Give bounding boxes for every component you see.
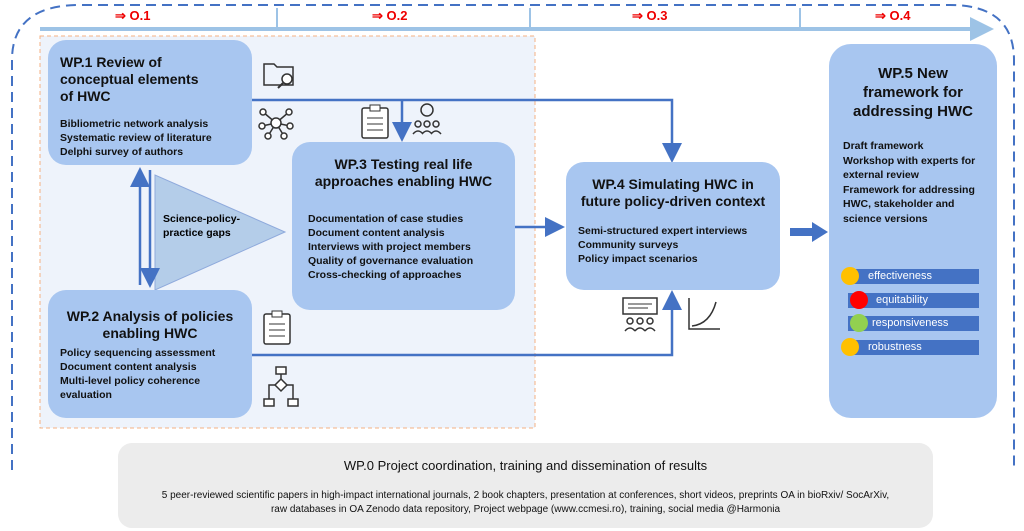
wp1-title: WP.1 Review of conceptual elements of HW… bbox=[60, 54, 199, 104]
wp4-title: WP.4 Simulating HWC in future policy-dri… bbox=[580, 176, 766, 209]
wp2-item: Document content analysis bbox=[60, 361, 197, 373]
objective-3: ⇒ O.3 bbox=[632, 8, 668, 23]
objective-4: ⇒ O.4 bbox=[875, 8, 911, 23]
wp1-box: WP.1 Review of conceptual elements of HW… bbox=[48, 40, 252, 165]
criterion-responsiveness: responsiveness bbox=[848, 316, 979, 331]
wp2-item: Policy sequencing assessment bbox=[60, 347, 216, 359]
wp3-title: WP.3 Testing real life approaches enabli… bbox=[314, 156, 493, 189]
wp2-box: WP.2 Analysis of policies enabling HWC P… bbox=[48, 290, 252, 418]
wp2-title: WP.2 Analysis of policies enabling HWC bbox=[66, 308, 234, 341]
criterion-effectiveness: effectiveness bbox=[848, 269, 979, 284]
wp1-item: Delphi survey of authors bbox=[60, 146, 184, 158]
network-icon bbox=[258, 108, 294, 140]
criterion-equitability: equitability bbox=[848, 293, 979, 308]
wp0-text: 5 peer-reviewed scientific papers in hig… bbox=[161, 490, 890, 515]
wp5-title: WP.5 New framework for addressing HWC bbox=[852, 65, 973, 120]
wp3-item: Documentation of case studies bbox=[308, 213, 464, 225]
wp4-item: Community surveys bbox=[578, 239, 679, 251]
responsiveness-dot bbox=[850, 314, 868, 332]
wp4-to-wp5-arrow bbox=[790, 222, 828, 242]
presentation-icon bbox=[622, 297, 658, 332]
checklist-icon bbox=[361, 104, 389, 139]
robustness-dot bbox=[841, 338, 859, 356]
wp5-item: Draft framework bbox=[843, 140, 924, 152]
objective-1: ⇒ O.1 bbox=[115, 8, 151, 23]
checklist-icon-2 bbox=[263, 310, 291, 345]
wp4-box: WP.4 Simulating HWC in future policy-dri… bbox=[566, 162, 780, 290]
folder-search-icon bbox=[263, 63, 294, 89]
wp4-item: Semi-structured expert interviews bbox=[578, 225, 748, 237]
wp5-item: Workshop with experts for external revie… bbox=[843, 154, 976, 182]
wp3-item: Document content analysis bbox=[308, 227, 445, 239]
wp3-box: WP.3 Testing real life approaches enabli… bbox=[292, 142, 515, 310]
wp1-item: Bibliometric network analysis bbox=[60, 118, 209, 130]
wp1-item: Systematic review of literature bbox=[60, 132, 212, 144]
project-boundary bbox=[11, 4, 1015, 470]
growth-chart-icon bbox=[688, 298, 720, 330]
equitability-dot bbox=[850, 291, 868, 309]
wp3-item: Quality of governance evaluation bbox=[308, 255, 474, 267]
location-people-icon bbox=[412, 103, 442, 135]
wp5-box: WP.5 New framework for addressing HWC Dr… bbox=[829, 44, 997, 418]
wp3-item: Cross-checking of approaches bbox=[308, 269, 462, 281]
wp2-item: Multi-level policy coherence evaluation bbox=[60, 375, 201, 401]
wp0-box: WP.0 Project coordination, training and … bbox=[118, 443, 933, 528]
criterion-robustness: robustness bbox=[848, 340, 979, 355]
wp0-title: WP.0 Project coordination, training and … bbox=[343, 458, 708, 473]
flowchart-icon bbox=[263, 366, 299, 407]
wp5-item: Framework for addressing HWC, stakeholde… bbox=[843, 183, 975, 225]
gaps-triangle bbox=[154, 174, 287, 291]
effectiveness-dot bbox=[841, 267, 859, 285]
wp3-item: Interviews with project members bbox=[308, 241, 471, 253]
objective-2: ⇒ O.2 bbox=[372, 8, 408, 23]
gaps-label: Science-policy-practice gaps bbox=[163, 213, 241, 239]
wp4-item: Policy impact scenarios bbox=[578, 253, 698, 265]
